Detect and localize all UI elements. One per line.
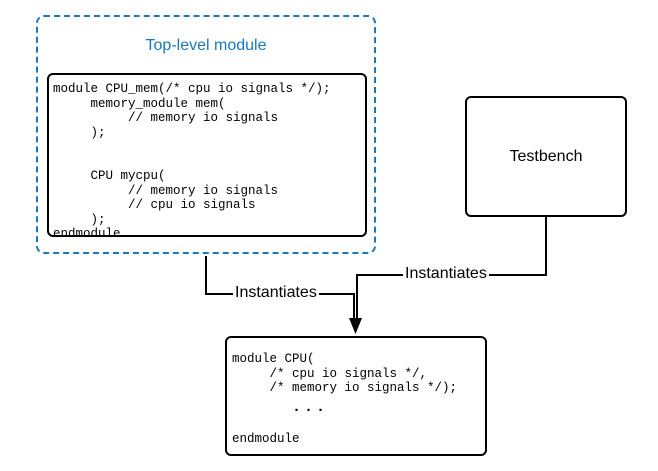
testbench-label: Testbench	[509, 147, 583, 165]
ellipsis: ...	[232, 398, 329, 416]
code-spacer	[232, 420, 485, 432]
top-level-module-title: Top-level module	[145, 37, 267, 54]
top-module-code-block: module CPU_mem(/* cpu io signals */); me…	[47, 73, 367, 241]
cpu-module-code-block: module CPU( /* cpu io signals */, /* mem…	[225, 336, 487, 456]
code-line: memory_module mem(	[53, 96, 226, 111]
testbench-node: Testbench	[465, 96, 627, 217]
code-line	[53, 155, 365, 170]
edge-label-testbench-to-cpu: Instantiates	[403, 265, 489, 283]
code-line: module CPU(	[232, 352, 315, 366]
code-line: // cpu io signals	[53, 198, 256, 212]
code-line: // memory io signals	[53, 111, 279, 125]
top-level-module-container: Top-level module module CPU_mem(/* cpu i…	[36, 15, 376, 254]
edge-label-top-to-cpu: Instantiates	[233, 284, 319, 302]
code-line: );	[53, 212, 106, 227]
code-line: endmodule	[232, 431, 300, 446]
code-line: CPU mycpu(	[53, 169, 166, 183]
code-line: endmodule	[53, 227, 121, 241]
code-line: // memory io signals	[53, 183, 279, 198]
code-line: );	[53, 125, 106, 140]
code-line: /* memory io signals */);	[232, 381, 458, 395]
code-line: /* cpu io signals */,	[232, 366, 428, 381]
code-line	[53, 140, 365, 155]
arrowhead-icon	[349, 318, 362, 334]
code-line: module CPU_mem(/* cpu io signals */);	[53, 82, 331, 96]
